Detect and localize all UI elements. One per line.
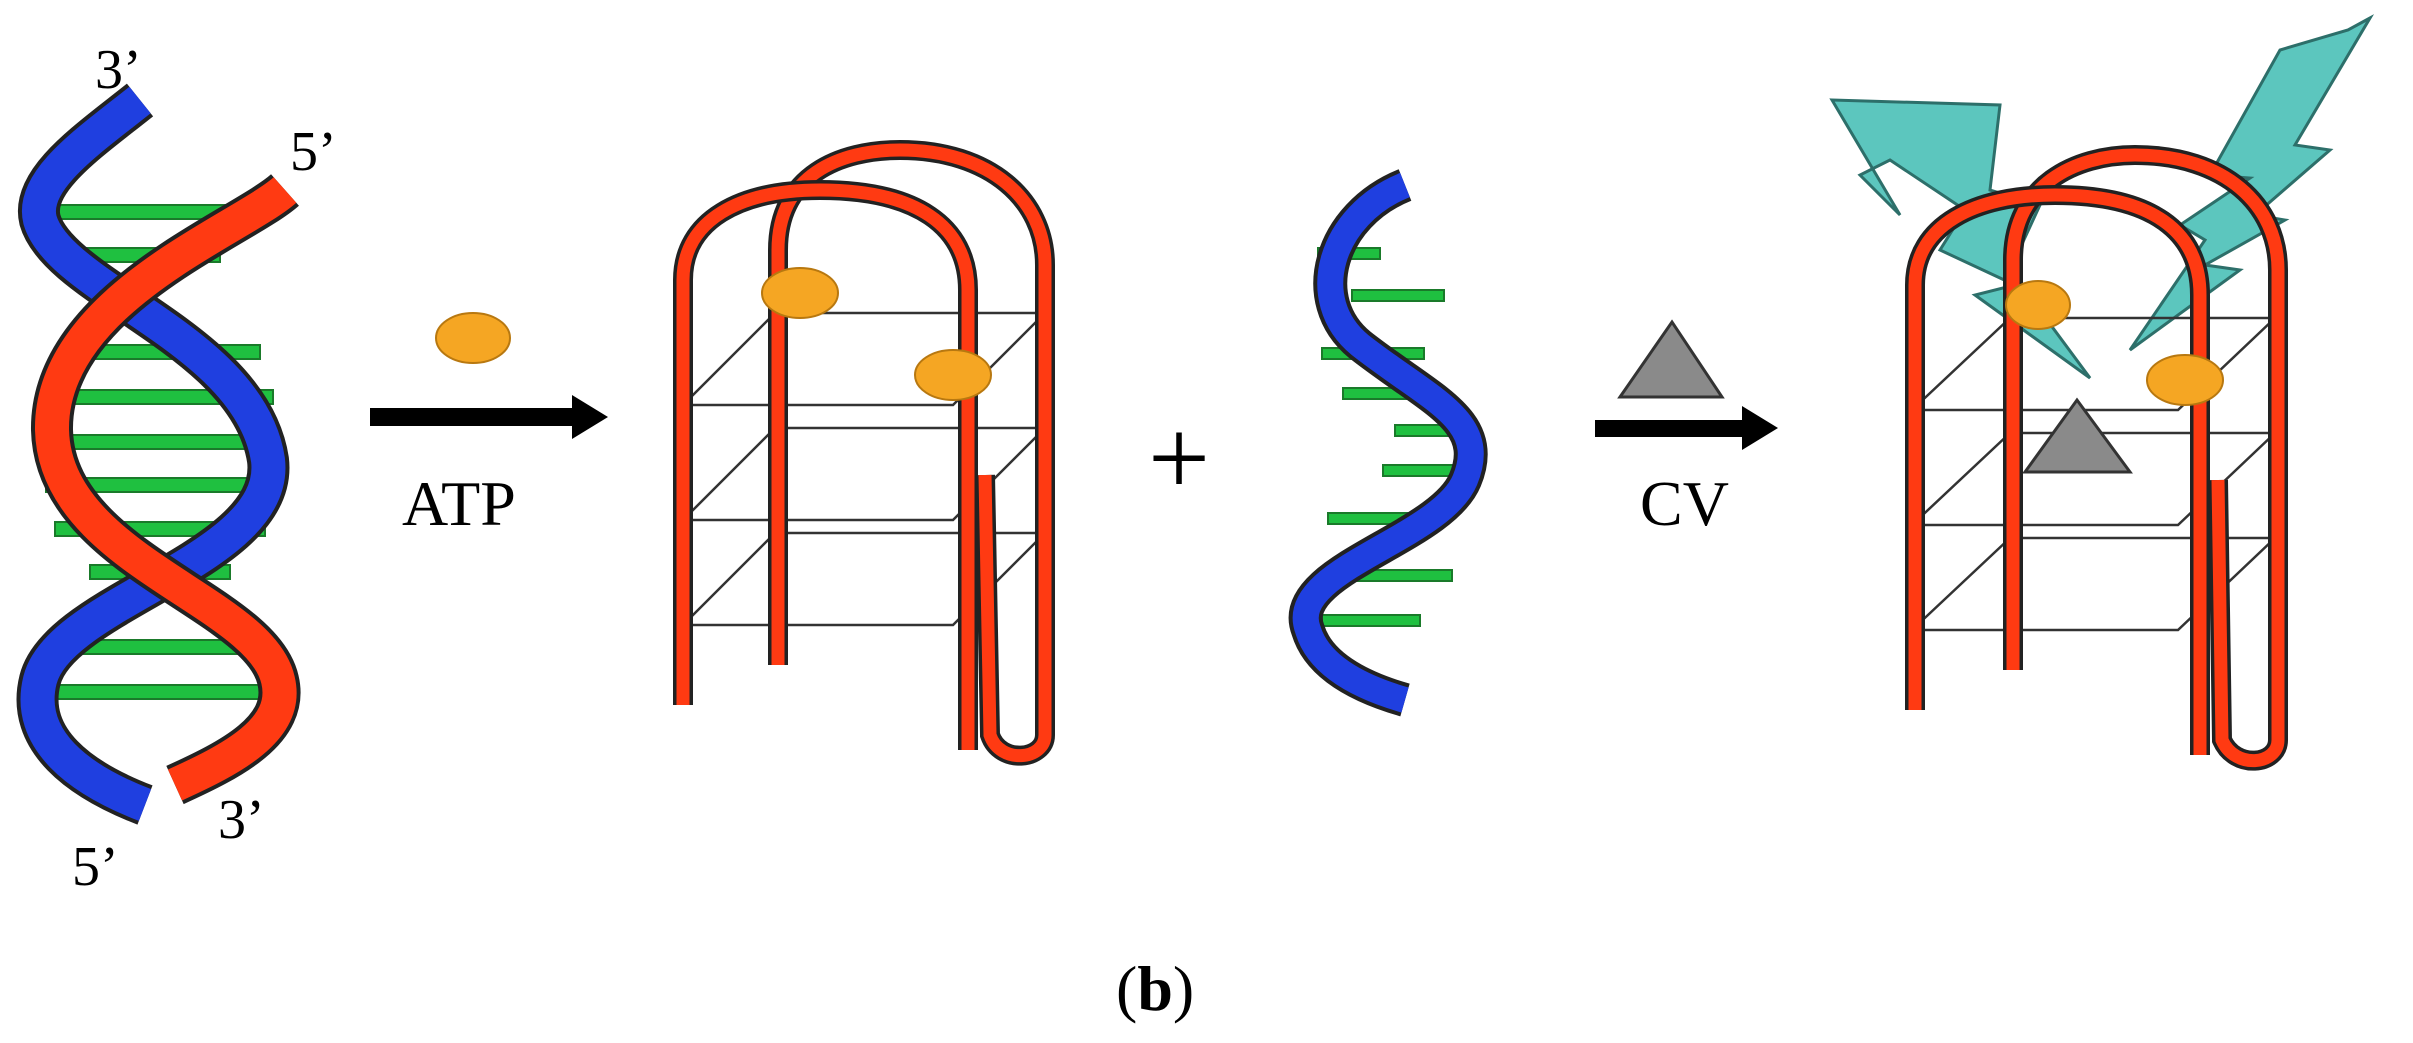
reaction-arrow-2-shaft <box>1595 420 1745 437</box>
caption-open-paren: ( <box>1116 953 1137 1024</box>
lightning-bolt-icon-left <box>1829 98 2092 380</box>
label-duplex-bottom-blue: 5’ <box>72 836 119 898</box>
single-strand <box>1288 169 1488 717</box>
label-duplex-bottom-red: 3’ <box>218 789 265 851</box>
atp-icon-bound-2 <box>914 349 992 401</box>
reaction-arrow-1-head <box>572 395 608 439</box>
reaction-arrow-1-shaft <box>370 408 575 426</box>
label-atp: ATP <box>402 468 516 539</box>
caption-letter: b <box>1137 953 1173 1024</box>
atp-icon-bound-4 <box>2146 354 2224 406</box>
label-duplex-top-blue: 3’ <box>95 39 142 101</box>
atp-arrow-group: ATP <box>370 312 608 539</box>
dna-duplex: 3’ 5’ 5’ 3’ <box>16 39 337 898</box>
figure-caption: (b) <box>1116 953 1194 1024</box>
atp-icon-bound-1 <box>761 267 839 319</box>
cv-icon <box>1617 319 1725 399</box>
quadruplex-1-back-strand <box>768 139 1055 766</box>
reaction-arrow-2-head <box>1742 406 1778 450</box>
quadruplex-atp <box>673 139 1055 766</box>
caption-close-paren: ) <box>1173 953 1194 1024</box>
cv-arrow-group: CV <box>1595 319 1778 539</box>
atp-icon-bound-3 <box>2005 280 2071 330</box>
atp-icon <box>435 312 511 364</box>
quadruplex-2-front-strand <box>1905 184 2210 755</box>
label-cv: CV <box>1640 468 1729 539</box>
cv-icon-bound <box>2022 397 2133 474</box>
plus-sign: + <box>1148 397 1210 519</box>
quadruplex-cv <box>1829 14 2375 771</box>
label-duplex-top-red: 5’ <box>290 121 337 183</box>
